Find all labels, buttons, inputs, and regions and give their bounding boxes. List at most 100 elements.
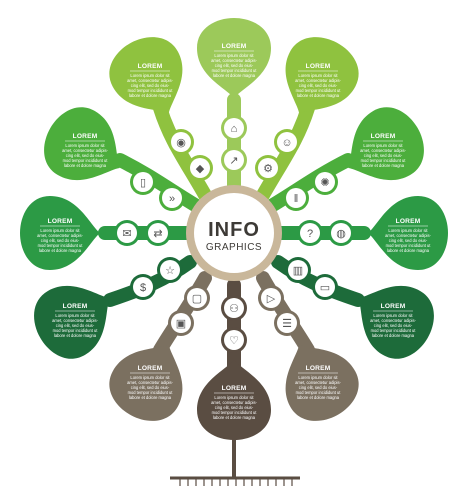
leaf-body-line: Lorem ipsum dolor sit <box>373 313 413 318</box>
play-icon: ▷ <box>258 285 284 311</box>
svg-text:♡: ♡ <box>229 335 239 347</box>
leaf-body-line: Lorem ipsum dolor sit <box>363 143 403 148</box>
leaf-shape <box>348 107 424 181</box>
svg-text:‖: ‖ <box>294 193 299 205</box>
house-icon: ⌂ <box>221 115 247 141</box>
leaf-body-line: amet, consectetur adipis- <box>385 233 431 238</box>
svg-text:?: ? <box>307 228 313 240</box>
leaf-title: LOREM <box>138 365 163 372</box>
question-icon: ? <box>297 220 323 246</box>
svg-text:✉: ✉ <box>122 228 131 240</box>
lightbulb-icon: ✺ <box>312 169 338 195</box>
svg-text:◉: ◉ <box>176 137 186 149</box>
transfer-icon: ⇄ <box>145 220 171 246</box>
leaf-shape <box>285 344 359 421</box>
svg-text:↗: ↗ <box>229 155 238 167</box>
leaf-shape <box>368 196 448 270</box>
leaf-body-line: Lorem ipsum dolor sit <box>298 375 338 380</box>
gear-icon: ⚙ <box>255 155 281 181</box>
leaf-body-line: Lorem ipsum dolor sit <box>55 313 95 318</box>
leaf-body-line: amet, consectetur adipis- <box>370 318 416 323</box>
laptop-icon: ▭ <box>312 274 338 300</box>
svg-text:◆: ◆ <box>196 163 205 175</box>
svg-text:$: $ <box>140 282 146 294</box>
leaf-body-line: cing elit, sed do eius- <box>41 238 80 243</box>
fast-forward-icon: » <box>159 185 185 211</box>
center-subtitle: GRAPHICS <box>206 242 262 253</box>
leaf-title: LOREM <box>381 303 406 310</box>
leaf-body-line: amet, consectetur adipis- <box>295 380 341 385</box>
leaf-title: LOREM <box>48 218 73 225</box>
leaf-body-line: Lorem ipsum dolor sit <box>388 228 428 233</box>
leaf-body-line: amet, consectetur adipis- <box>211 400 257 405</box>
svg-text:⚙: ⚙ <box>263 163 273 175</box>
leaf-body-line: mod tempor incididunt ut <box>371 328 417 333</box>
leaf-body-line: amet, consectetur adipis- <box>360 148 406 153</box>
leaf-title: LOREM <box>63 303 88 310</box>
svg-text:⇄: ⇄ <box>153 228 162 240</box>
document-icon: ☰ <box>274 310 300 336</box>
briefcase-icon: ▣ <box>168 310 194 336</box>
tree-trunk <box>170 420 300 486</box>
leaf-title: LOREM <box>222 43 247 50</box>
leaf-body-line: mod tempor incididunt ut <box>128 88 174 93</box>
leaf-shape <box>34 285 110 359</box>
leaf-body-line: Lorem ipsum dolor sit <box>40 228 80 233</box>
center-title: INFO <box>208 219 260 241</box>
heart-icon: ♡ <box>221 327 247 353</box>
graduation-cap-icon: ◆ <box>187 155 213 181</box>
leaf-body-line: cing elit, sed do eius- <box>374 323 413 328</box>
leaf-body-line: cing elit, sed do eius- <box>66 153 105 158</box>
svg-text:▥: ▥ <box>293 265 303 277</box>
svg-text:▷: ▷ <box>267 293 276 305</box>
leaf-body-line: cing elit, sed do eius- <box>131 385 170 390</box>
svg-text:☰: ☰ <box>282 318 292 330</box>
svg-text:⚇: ⚇ <box>229 303 239 315</box>
leaf-title: LOREM <box>371 133 396 140</box>
leaf-body-line: labore et dolore magna <box>387 248 430 253</box>
svg-text:▯: ▯ <box>140 177 146 189</box>
person-icon: ☺ <box>274 129 300 155</box>
leaf-body-line: mod tempor incididunt ut <box>53 328 99 333</box>
center-hub: INFO GRAPHICS <box>186 185 282 281</box>
leaf-body-line: mod tempor incididunt ut <box>63 158 109 163</box>
leaf-shape <box>197 18 271 98</box>
leaf-body-line: mod tempor incididunt ut <box>386 243 432 248</box>
leaf-body-line: labore et dolore magna <box>64 163 107 168</box>
leaf-title: LOREM <box>306 63 331 70</box>
star-icon: ☆ <box>157 257 183 283</box>
chat-icon: ▢ <box>184 285 210 311</box>
leaf-body-line: amet, consectetur adipis- <box>62 148 108 153</box>
branch-nodes: ⌂ ◉ ☺ ▯ ✺ ✉ ◍ $ ▭ ▣ ☰ ♡ ◆ ↗ ⚙ » ‖ ⇄? ☆ ▥ ▢ ⚇ ▷ <box>114 115 354 353</box>
leaf-shape <box>44 107 120 181</box>
leaf-body-line: Lorem ipsum dolor sit <box>214 395 254 400</box>
leaf-body-line: cing elit, sed do eius- <box>215 63 254 68</box>
svg-text:⌂: ⌂ <box>231 123 238 135</box>
leaf-body-line: cing elit, sed do eius- <box>389 238 428 243</box>
leaf-body-line: Lorem ipsum dolor sit <box>214 53 254 58</box>
leaf-body-line: labore et dolore magna <box>39 248 82 253</box>
leaf-shape <box>285 37 359 114</box>
leaf-title: LOREM <box>306 365 331 372</box>
leaf-body-line: mod tempor incididunt ut <box>128 390 174 395</box>
svg-text:»: » <box>169 193 175 205</box>
leaf-body-line: labore et dolore magna <box>372 333 415 338</box>
leaf-shape <box>358 285 434 359</box>
leaf-body-line: cing elit, sed do eius- <box>56 323 95 328</box>
leaf-title: LOREM <box>138 63 163 70</box>
leaf-title: LOREM <box>73 133 98 140</box>
leaf-body-line: mod tempor incididunt ut <box>212 410 258 415</box>
leaf-body-line: labore et dolore magna <box>54 333 97 338</box>
mail-icon: ✉ <box>114 220 140 246</box>
leaf-body-line: mod tempor incididunt ut <box>296 88 342 93</box>
leaf-body-line: labore et dolore magna <box>213 73 256 78</box>
svg-text:◍: ◍ <box>336 228 346 240</box>
